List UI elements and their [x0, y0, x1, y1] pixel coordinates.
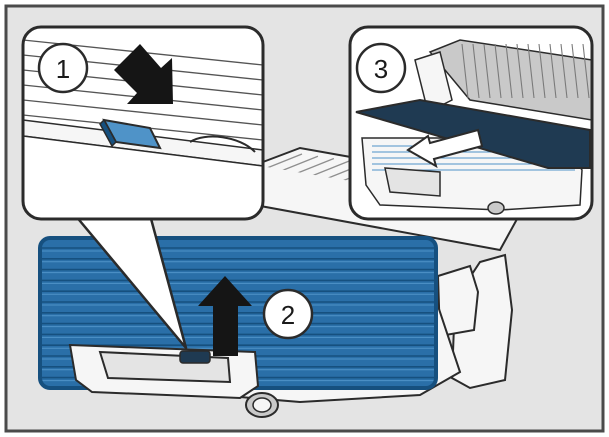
inset-step-3: 3	[348, 25, 594, 221]
inset-3-lid-rib	[582, 43, 590, 99]
inset-1-housing	[23, 135, 263, 219]
down-arrow-icon	[114, 44, 173, 104]
lid-rib	[277, 155, 319, 173]
inset-3-lid-rib	[505, 43, 513, 99]
temperature-knob	[245, 392, 279, 418]
inset-step-1: 1	[21, 25, 265, 221]
inset-3-lid-rib	[549, 43, 557, 99]
inset-3-lid-rib	[560, 43, 568, 99]
inset-3-lid-rib	[516, 43, 524, 99]
inset-3-lid-rib	[538, 43, 546, 99]
inset-1-slot	[189, 135, 256, 153]
step-2-badge: 2	[262, 288, 314, 340]
lid-rib	[309, 160, 351, 178]
inset-3-lid-rib	[527, 43, 535, 99]
inset-3-lid-ribs	[461, 43, 590, 99]
step-2-number: 2	[281, 300, 295, 330]
step-3-number: 3	[374, 54, 388, 84]
step-3-badge: 3	[355, 42, 407, 94]
plate-release-latch	[179, 350, 211, 364]
step-1-badge: 1	[37, 42, 89, 94]
inset-3-lid-rib	[472, 43, 480, 99]
lid-rib	[293, 157, 335, 176]
step-1-number: 1	[56, 54, 70, 84]
inset-3-lid-rib	[483, 43, 491, 99]
inset-3-lid-rib	[461, 43, 469, 99]
inset-3-lid-rib	[571, 43, 579, 99]
inset-3-lid-rib	[494, 43, 502, 99]
inset-1-rib	[23, 99, 263, 126]
up-arrow-icon	[198, 276, 252, 356]
left-arrow-icon	[406, 128, 484, 169]
